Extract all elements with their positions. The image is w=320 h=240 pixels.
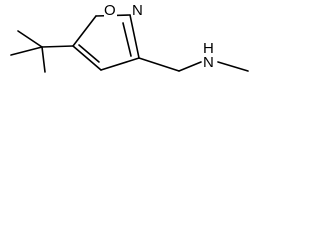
chain-bond-ch2-n bbox=[178, 61, 202, 72]
amine-nitrogen-label: N bbox=[203, 54, 214, 71]
ring-bond-n2-c3 bbox=[129, 14, 140, 59]
amine-nitrogen-label-bg bbox=[203, 41, 216, 72]
tbutyl-bond-central-to-methyl-2 bbox=[10, 46, 43, 56]
tbutyl-bond-central-to-ring bbox=[41, 45, 74, 48]
ring-nitrogen-label: N bbox=[132, 2, 143, 19]
ring-bond-c4-c5-double bbox=[78, 44, 100, 63]
amine-hydrogen-label: H bbox=[203, 40, 214, 57]
ring-bond-c4-c5 bbox=[72, 45, 102, 71]
chain-bond-c3-ch2 bbox=[138, 57, 180, 72]
ring-nitrogen-label-bg bbox=[132, 2, 144, 19]
structure-canvas: O N H N bbox=[0, 0, 254, 88]
ring-bond-c3-c4 bbox=[100, 57, 140, 71]
ring-oxygen-label-bg bbox=[104, 2, 117, 19]
ring-bond-n2-c3-double bbox=[122, 22, 132, 57]
ring-oxygen-label: O bbox=[104, 2, 116, 19]
tbutyl-bond-central-to-methyl-3 bbox=[41, 46, 46, 73]
tbutyl-bond-central-to-methyl-1 bbox=[17, 30, 43, 48]
chain-bond-n-ch3 bbox=[217, 61, 249, 72]
ring-bond-c5-o1 bbox=[72, 15, 97, 47]
molecule-drawing: O N H N bbox=[10, 2, 249, 73]
